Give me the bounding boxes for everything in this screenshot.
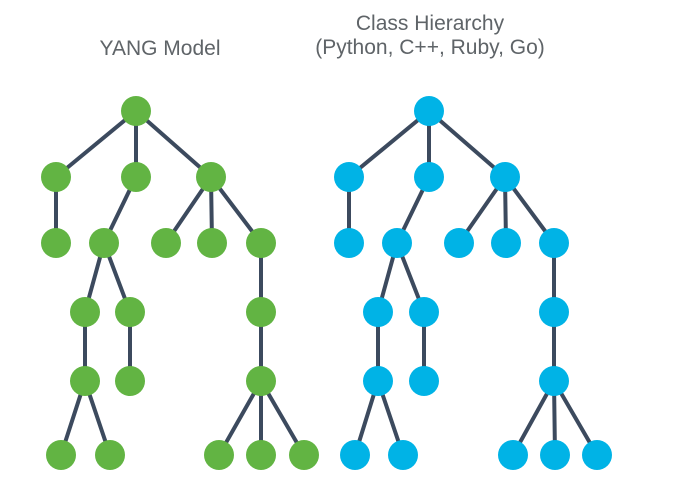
tree-node [363,366,393,396]
tree-node [89,228,119,258]
tree-edge [134,109,213,179]
tree-node [414,162,444,192]
tree-node [121,96,151,126]
tree-node [490,162,520,192]
class-hierarchy-title-line2: (Python, C++, Ruby, Go) [315,36,545,59]
tree-node [70,366,100,396]
tree-node [246,366,276,396]
tree-edge [427,109,507,179]
tree-node [151,228,181,258]
tree-node [246,297,276,327]
tree-node [539,366,569,396]
tree-node [246,228,276,258]
tree-node [196,162,226,192]
tree-node [41,162,71,192]
tree-node [334,162,364,192]
tree-node [197,228,227,258]
tree-node [246,440,276,470]
class-hierarchy-tree [334,96,612,470]
tree-node [491,228,521,258]
tree-node [289,440,319,470]
tree-edge [347,109,431,179]
tree-node [204,440,234,470]
tree-node [540,440,570,470]
tree-node [363,297,393,327]
class-hierarchy-title: Class Hierarchy (Python, C++, Ruby, Go) [300,12,560,60]
tree-node [95,440,125,470]
tree-node [334,228,364,258]
tree-node [46,440,76,470]
tree-node [115,366,145,396]
tree-node [70,297,100,327]
tree-node [121,162,151,192]
class-hierarchy-title-line1: Class Hierarchy [355,12,505,35]
tree-node [382,228,412,258]
tree-edge [54,109,138,179]
tree-node [414,96,444,126]
tree-node [409,297,439,327]
tree-node [409,366,439,396]
yang-model-title: YANG Model [60,37,260,61]
tree-node [340,440,370,470]
tree-node [539,297,569,327]
tree-node [582,440,612,470]
tree-node [498,440,528,470]
tree-node [539,228,569,258]
yang-model-tree [41,96,319,470]
tree-node [41,228,71,258]
tree-node [115,297,145,327]
tree-node [388,440,418,470]
tree-node [444,228,474,258]
yang-model-title-text: YANG Model [99,37,221,60]
